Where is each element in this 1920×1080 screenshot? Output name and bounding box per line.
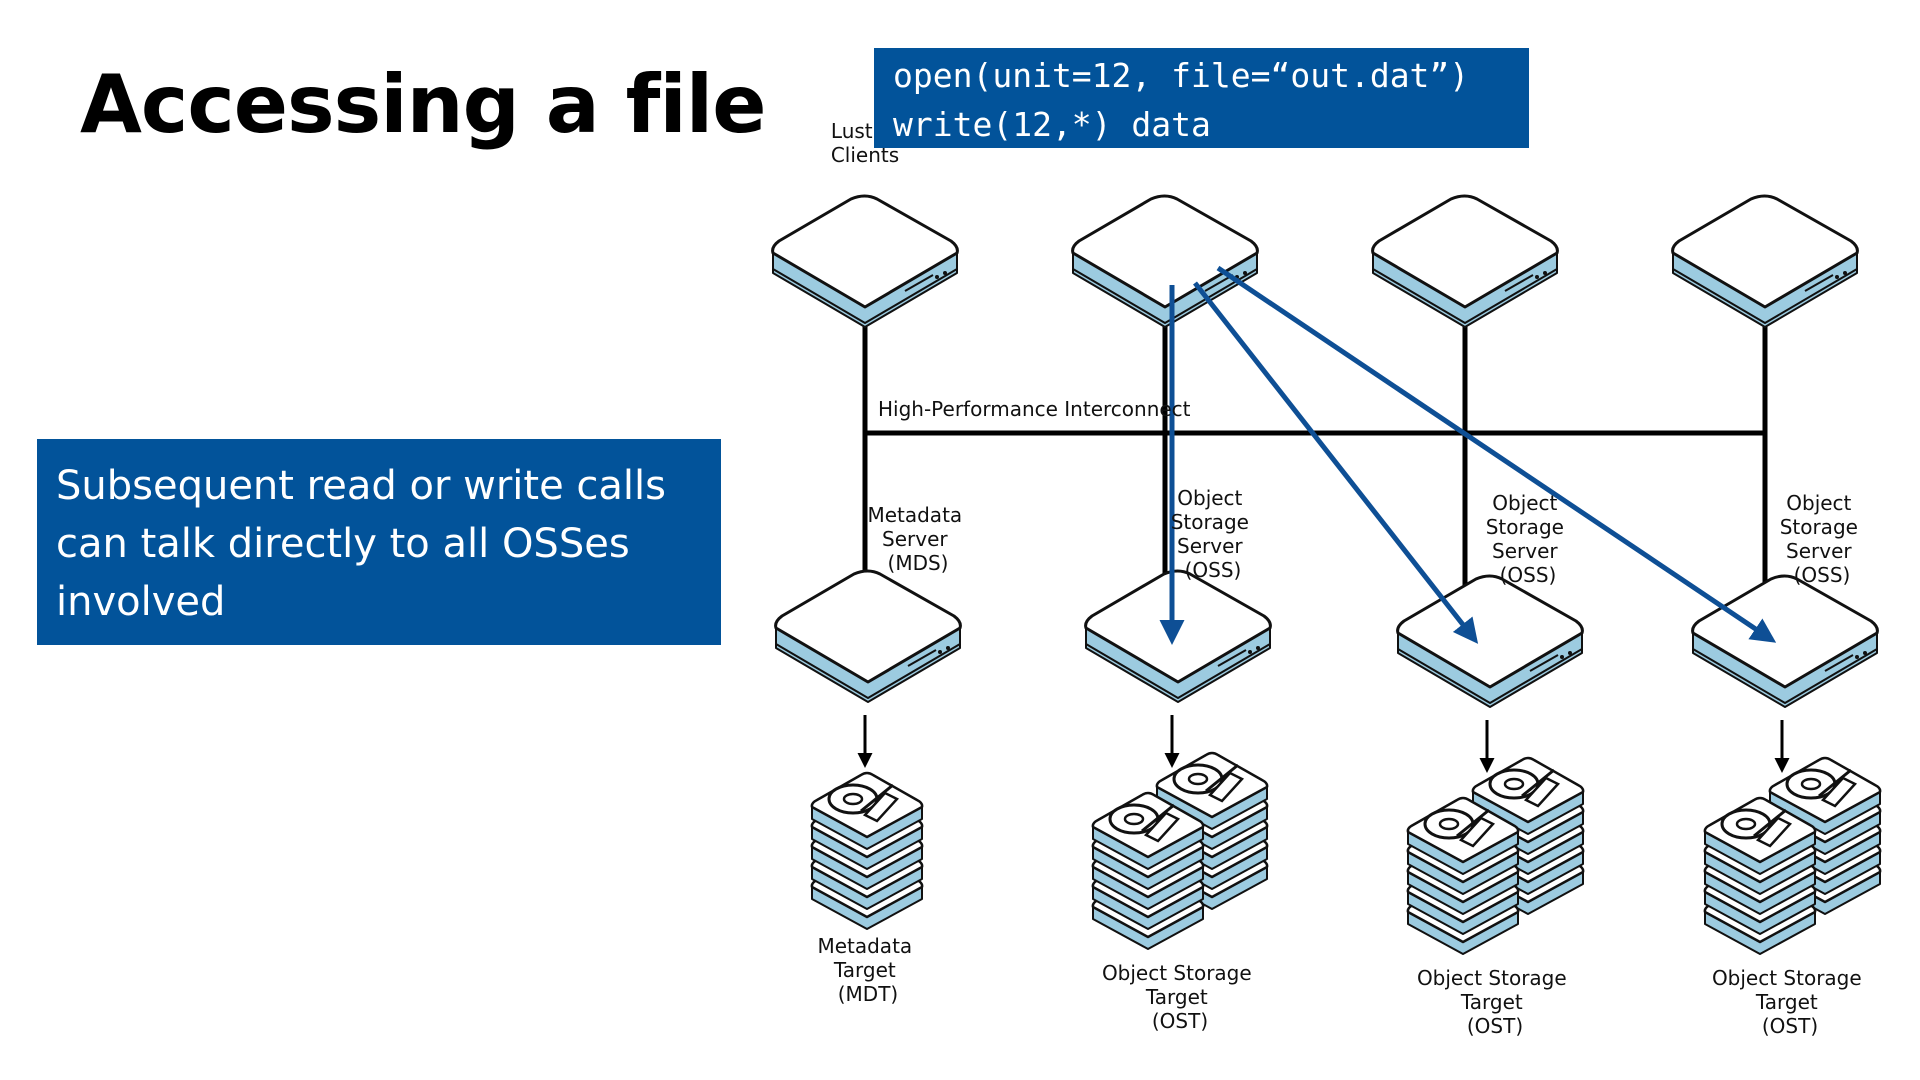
client-node-1 (771, 194, 959, 329)
ost-label-1: Object Storage Target (OST) (1102, 961, 1258, 1033)
client-nodes (771, 194, 1859, 329)
oss-label-2: Object Storage Server (OSS) (1486, 491, 1571, 587)
code-line-2: write(12,*) data (893, 105, 1211, 144)
arrow-to-oss-2 (1193, 281, 1479, 644)
callout-line-2: can talk directly to all OSSes (56, 521, 630, 567)
mds-label: Metadata Server (MDS) (867, 503, 968, 575)
oss-node-1 (1084, 569, 1272, 704)
ost-label-2: Object Storage Target (OST) (1417, 966, 1573, 1038)
mdt-label: Metadata Target (MDT) (817, 934, 918, 1006)
target-arrows (857, 715, 1790, 773)
connector-lines (862, 318, 1768, 615)
interconnect-label: High-Performance Interconnect (878, 397, 1191, 421)
client-node-3 (1371, 194, 1559, 329)
ost-stack-1-front (1093, 793, 1203, 949)
oss-label-1: Object Storage Server (OSS) (1171, 486, 1256, 582)
mdt-stack (812, 773, 922, 929)
client-node-2 (1071, 194, 1259, 329)
ost-label-3: Object Storage Target (OST) (1712, 966, 1868, 1038)
callout-line-3: involved (56, 579, 226, 625)
storage-targets (812, 753, 1880, 954)
code-line-1: open(unit=12, file=“out.dat”) (893, 56, 1470, 95)
oss-node-3 (1691, 574, 1879, 709)
code-snippet-box: open(unit=12, file=“out.dat”) write(12,*… (874, 48, 1529, 148)
server-nodes (774, 569, 1879, 709)
direct-access-arrows (1159, 265, 1777, 645)
mds-node (774, 569, 962, 704)
oss-label-3: Object Storage Server (OSS) (1780, 491, 1865, 587)
ost-stack-2-front (1408, 798, 1518, 954)
callout-line-1: Subsequent read or write calls (56, 463, 666, 509)
arrow-to-oss-3 (1216, 265, 1777, 643)
client-node-4 (1671, 194, 1859, 329)
callout-box: Subsequent read or write calls can talk … (37, 439, 721, 645)
oss-node-2 (1396, 574, 1584, 709)
ost-stack-3-front (1705, 798, 1815, 954)
slide-title: Accessing a file (80, 58, 766, 151)
